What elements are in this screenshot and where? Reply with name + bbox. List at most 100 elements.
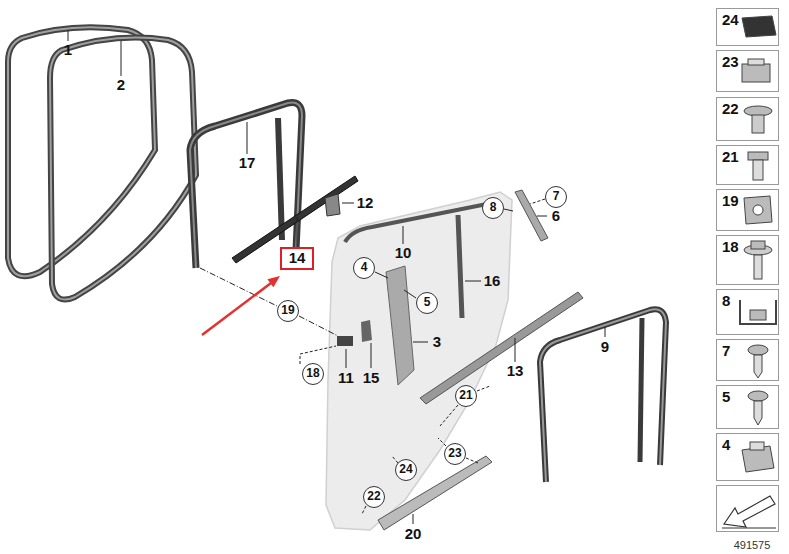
pillar-cover xyxy=(386,266,414,385)
callout-number: 14 xyxy=(289,250,306,267)
callout-number: 23 xyxy=(448,447,461,460)
fastener-cell: 22 xyxy=(716,97,779,141)
fastener-cell: 5 xyxy=(716,385,779,429)
part-number: 1 xyxy=(64,42,72,59)
callout-number: 18 xyxy=(722,239,778,256)
part-number: 6 xyxy=(552,208,560,225)
fastener-cell: 7 xyxy=(716,339,779,381)
fastener-cell: 18 xyxy=(716,235,779,285)
leader-line xyxy=(440,405,458,426)
clip-nut-icon xyxy=(742,64,770,82)
callout-circle: 23 xyxy=(444,443,466,465)
clip-nut-icon xyxy=(750,442,764,450)
pointer-arrow xyxy=(202,283,271,335)
leader-line xyxy=(375,272,388,278)
leader-line xyxy=(413,342,428,343)
fastener-cell: 8 xyxy=(716,289,779,335)
square-nut-icon xyxy=(753,205,763,215)
bolt-icon xyxy=(754,255,762,279)
pad-icon xyxy=(742,16,776,37)
part-number: 10 xyxy=(395,245,412,262)
clip-nut-icon xyxy=(748,59,764,65)
leader-line xyxy=(530,199,545,204)
screw-icon xyxy=(754,401,762,425)
clip-part xyxy=(325,194,340,216)
outer-window-frame xyxy=(540,309,666,482)
callout-number: 7 xyxy=(722,343,778,360)
callout-number: 7 xyxy=(553,190,560,203)
leader-line xyxy=(300,354,301,364)
trim-strip xyxy=(515,190,548,241)
leader-line xyxy=(342,203,354,204)
holder-part xyxy=(361,320,372,342)
leader-line xyxy=(413,514,414,524)
callout-circle: 24 xyxy=(395,459,417,481)
callout-number: 21 xyxy=(459,389,472,402)
plug-icon xyxy=(752,115,764,133)
square-nut-icon xyxy=(744,196,772,224)
screw-icon xyxy=(754,355,762,378)
leader-line xyxy=(362,506,366,514)
bracket-icon xyxy=(750,310,766,320)
fastener-cell: 4 xyxy=(716,433,779,481)
pointer-arrowhead xyxy=(267,276,280,287)
callout-circle: 21 xyxy=(455,385,477,407)
part-number: 15 xyxy=(363,370,380,387)
callout-circle: 19 xyxy=(277,300,299,322)
leader-line xyxy=(537,216,547,217)
window-frame-highlight xyxy=(190,103,302,268)
direction-arrow-icon xyxy=(724,496,775,527)
leader-line xyxy=(477,386,490,391)
callout-circle: 4 xyxy=(353,257,375,279)
fastener-cell: 21 xyxy=(716,145,779,185)
leader-line xyxy=(465,281,481,282)
window-guide-rail xyxy=(458,215,462,318)
leader-line xyxy=(371,343,372,368)
callout-number: 22 xyxy=(367,490,380,503)
leader-line xyxy=(504,209,513,211)
callout-number: 21 xyxy=(722,149,778,166)
callout-circle: 7 xyxy=(545,186,567,208)
outer-window-frame-highlight xyxy=(540,309,666,482)
callout-number: 4 xyxy=(722,437,778,454)
bracket-icon xyxy=(740,300,776,324)
bracket-part xyxy=(337,336,353,346)
callout-circle: 22 xyxy=(363,486,385,508)
leader-line xyxy=(403,226,404,244)
part-number: 9 xyxy=(601,339,609,356)
leader-line xyxy=(346,349,347,368)
part-number: 3 xyxy=(433,334,441,351)
leader-line xyxy=(515,338,516,362)
screw-icon xyxy=(748,345,768,355)
leader-line xyxy=(466,458,478,463)
callout-number: 23 xyxy=(722,54,778,71)
leader-line xyxy=(68,30,69,41)
screw-icon xyxy=(748,391,768,401)
callout-number: 4 xyxy=(361,261,368,274)
callout-circle: 18 xyxy=(302,363,324,385)
frame-pillar xyxy=(278,118,282,240)
door-seal-highlight xyxy=(8,27,155,276)
body-seal-highlight xyxy=(50,38,196,300)
callout-number: 5 xyxy=(424,296,431,309)
direction-arrow-icon xyxy=(722,527,776,528)
callout-number: 8 xyxy=(490,201,497,214)
part-number: 12 xyxy=(357,195,374,212)
part-number: 13 xyxy=(507,363,524,380)
screw-icon xyxy=(748,152,768,160)
part-number: 16 xyxy=(484,273,501,290)
part-number: 11 xyxy=(338,370,354,387)
leader-line xyxy=(404,290,416,298)
callout-number: 24 xyxy=(722,12,778,29)
fastener-cell: 24 xyxy=(716,8,779,46)
part-number: 20 xyxy=(405,526,422,543)
callout-circle: 5 xyxy=(416,292,438,314)
drawing-number: 491575 xyxy=(734,539,771,551)
callout-number: 19 xyxy=(722,193,778,210)
callout-number: 5 xyxy=(722,389,778,406)
leader-line xyxy=(121,41,122,76)
body-seal xyxy=(50,38,196,300)
outer-frame-pillar xyxy=(640,318,642,462)
fastener-cell: 19 xyxy=(716,189,779,231)
bolt-icon xyxy=(751,241,765,249)
